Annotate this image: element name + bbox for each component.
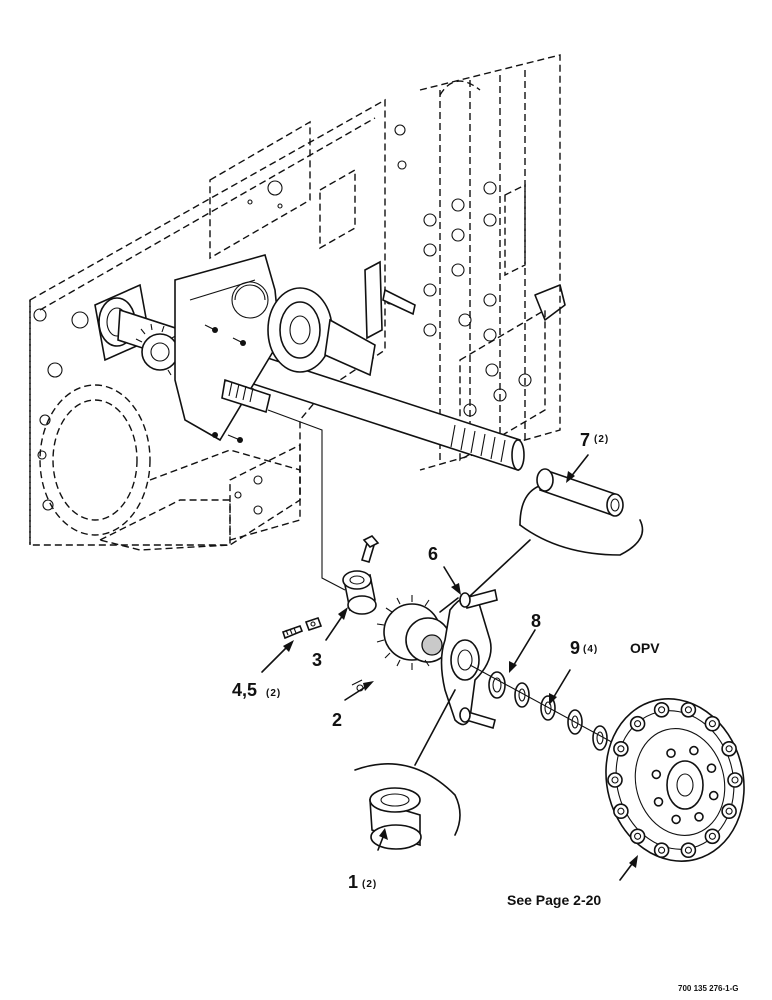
- clutch-bolt-head: [613, 740, 629, 757]
- clutch-inner-bolt: [694, 811, 704, 822]
- clutch-bolt-center: [684, 846, 692, 854]
- clutch-inner-bolt: [653, 796, 664, 807]
- part-6-bracket: [414, 589, 498, 766]
- clutch-bolt-center: [684, 706, 692, 714]
- clutch-bolt-head: [704, 828, 721, 845]
- clutch-bolt-center: [731, 776, 739, 784]
- clutch-bolt-center: [617, 807, 625, 815]
- callout-7: 7 (2): [580, 430, 609, 450]
- slip-clutch-assembly: [605, 698, 745, 862]
- callout-9-qty: (4): [583, 644, 598, 655]
- clutch-bolt-head: [721, 803, 737, 820]
- callout-7-qty: (2): [594, 434, 609, 445]
- clutch-bolt-center: [658, 706, 666, 714]
- clutch-bolt-center: [725, 807, 733, 815]
- shaft-assembly: [94, 254, 525, 472]
- clutch-bolt-head: [721, 740, 737, 757]
- callout-2-number: 2: [332, 710, 342, 730]
- callout-6-number: 6: [428, 544, 438, 564]
- clutch-bolt-head: [680, 842, 697, 859]
- callout-3: 3: [312, 650, 322, 670]
- clutch-inner-bolt: [651, 769, 662, 780]
- column-holes: [394, 124, 532, 437]
- part-2-sprocket: [351, 595, 459, 692]
- part-4-5-screw: [281, 535, 380, 640]
- part-7-pin: [454, 468, 644, 611]
- callout-2: 2: [332, 710, 342, 730]
- clutch-bolt-center: [611, 776, 619, 784]
- see-page-note: See Page 2-20: [507, 892, 601, 908]
- callout-8-number: 8: [531, 611, 541, 631]
- clutch-bolt-head: [629, 715, 646, 732]
- clutch-inner-bolt: [671, 814, 681, 825]
- clutch-bolts: [607, 701, 743, 859]
- callout-1-qty: (2): [362, 879, 377, 890]
- clutch-bolt-head: [613, 803, 629, 820]
- callout-6: 6: [428, 544, 438, 564]
- opv-label: OPV: [630, 640, 660, 656]
- clutch-bolt-head: [653, 842, 670, 859]
- clutch-bolt-head: [629, 828, 646, 845]
- callout-7-number: 7: [580, 430, 590, 450]
- clutch-bolt-center: [708, 720, 716, 728]
- clutch-inner-bolt: [708, 790, 719, 801]
- callout-9: 9 (4): [570, 638, 598, 658]
- callout-9-number: 9: [570, 638, 580, 658]
- clutch-bolt-center: [725, 745, 733, 753]
- baler-frame-phantom: [29, 54, 566, 551]
- callout-1-number: 1: [348, 872, 358, 892]
- callout-1: 1 (2): [348, 872, 377, 892]
- clutch-bolt-center: [708, 832, 716, 840]
- callout-8: 8: [531, 611, 541, 631]
- clutch-bolt-center: [658, 846, 666, 854]
- clutch-inner-bolt: [689, 745, 699, 756]
- clutch-bolt-center: [634, 720, 642, 728]
- part-9-shims: [514, 682, 608, 751]
- clutch-inner-bolt: [706, 763, 717, 774]
- callout-arrows: [261, 454, 638, 881]
- clutch-bolt-head: [704, 715, 721, 732]
- clutch-bolt-center: [634, 832, 642, 840]
- leader-line-collar: [267, 409, 346, 591]
- callout-4-5: 4,5 (2): [232, 680, 281, 700]
- clutch-bolt-head: [680, 701, 697, 718]
- clutch-inner-bolt: [666, 748, 676, 759]
- callout-3-number: 3: [312, 650, 322, 670]
- clutch-bolt-center: [617, 745, 625, 753]
- part-3-collar: [342, 570, 377, 615]
- callout-4-5-number: 4,5: [232, 680, 257, 700]
- clutch-bolt-head: [727, 772, 743, 788]
- drawing-number: 700 135 276-1-G: [678, 984, 739, 993]
- clutch-bolt-head: [653, 701, 670, 718]
- callout-4-5-qty: (2): [266, 688, 281, 699]
- part-8-washer: [488, 671, 506, 699]
- part-1-bushing: [354, 763, 461, 850]
- clutch-bolt-head: [607, 772, 623, 788]
